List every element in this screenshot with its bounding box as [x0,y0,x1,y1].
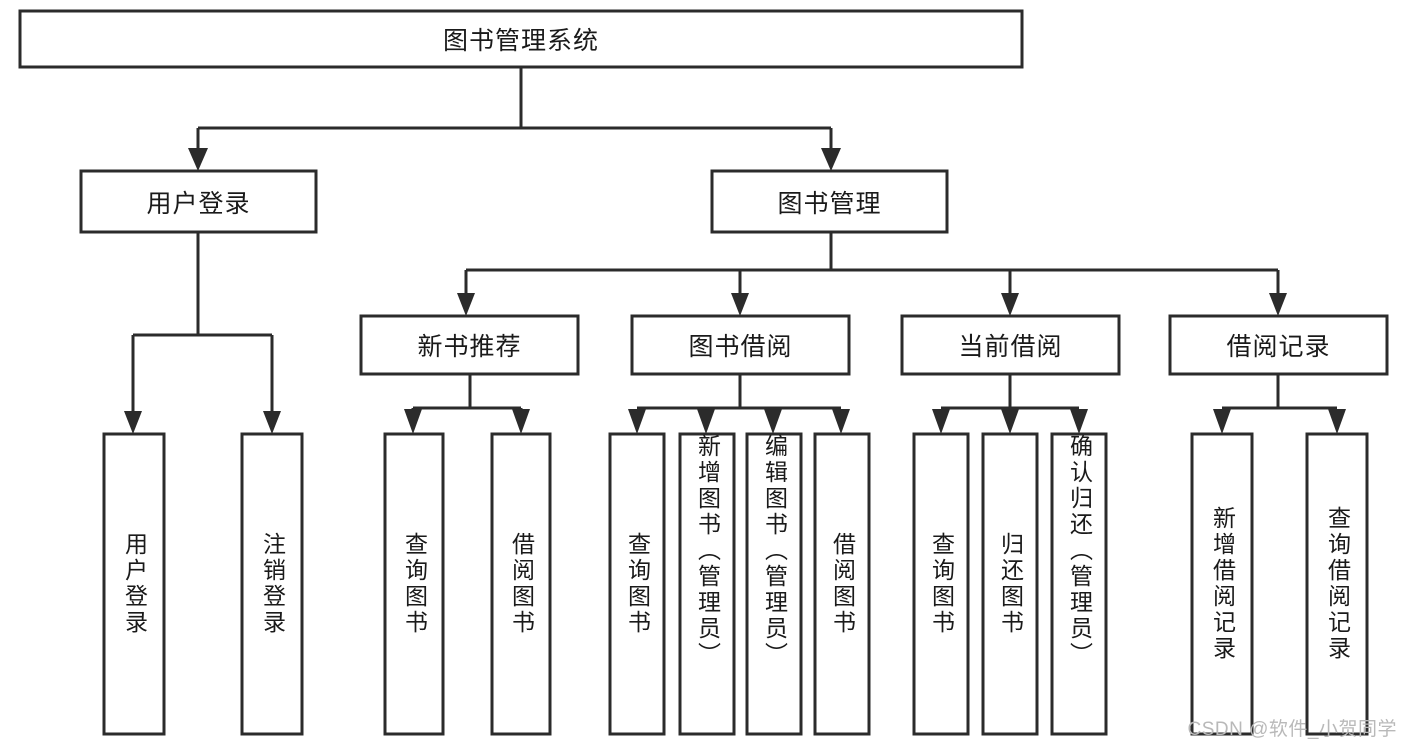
arrow-head-l2-3 [1269,293,1287,316]
arrow-head-leaf-3 [512,409,530,434]
node-box-leaf-4[interactable] [608,432,666,736]
arrow-head-leaf-7 [832,409,850,434]
node-box-leaf-2[interactable] [383,432,445,736]
node-box-leaf-0[interactable] [102,432,166,736]
arrow-head-l2-1 [731,293,749,316]
node-box-leaf-6[interactable] [745,432,803,736]
node-box-leaf-9[interactable] [981,432,1039,736]
node-box-leaf-8[interactable] [912,432,970,736]
arrow-head-leaf-8 [932,409,950,434]
arrow-head-leaf-11 [1213,409,1231,434]
node-box-leaf-10[interactable] [1050,432,1108,736]
watermark: CSDN @软件_小贺同学 [1187,719,1397,740]
arrow-head-leaf-12 [1328,409,1346,434]
node-box-l1-1[interactable] [710,169,949,234]
node-box-leaf-5[interactable] [678,432,736,736]
node-box-root[interactable] [18,9,1024,69]
arrow-head-leaf-6 [764,409,782,434]
arrow-head-l2-2 [1001,293,1019,316]
arrow-head-leaf-2 [404,409,422,434]
node-box-l2-3[interactable] [1168,314,1389,376]
node-box-leaf-3[interactable] [490,432,552,736]
node-box-l1-0[interactable] [79,169,318,234]
node-box-l2-0[interactable] [359,314,580,376]
node-box-leaf-12[interactable] [1305,432,1369,736]
node-box-leaf-7[interactable] [813,432,871,736]
arrow-head-leaf-10 [1070,409,1088,434]
arrow-head-leaf-0 [124,411,142,434]
arrow-head-leaf-1 [263,411,281,434]
arrow-head-l2-0 [457,293,475,316]
arrow-head-leaf-4 [628,409,646,434]
node-box-leaf-11[interactable] [1190,432,1254,736]
node-box-l2-1[interactable] [630,314,851,376]
arrow-head-leaf-5 [697,409,715,434]
arrow-head-leaf-9 [1001,409,1019,434]
node-box-l2-2[interactable] [900,314,1121,376]
arrow-head-l1-0 [188,148,208,171]
arrow-head-l1-1 [821,148,841,171]
node-box-leaf-1[interactable] [240,432,304,736]
